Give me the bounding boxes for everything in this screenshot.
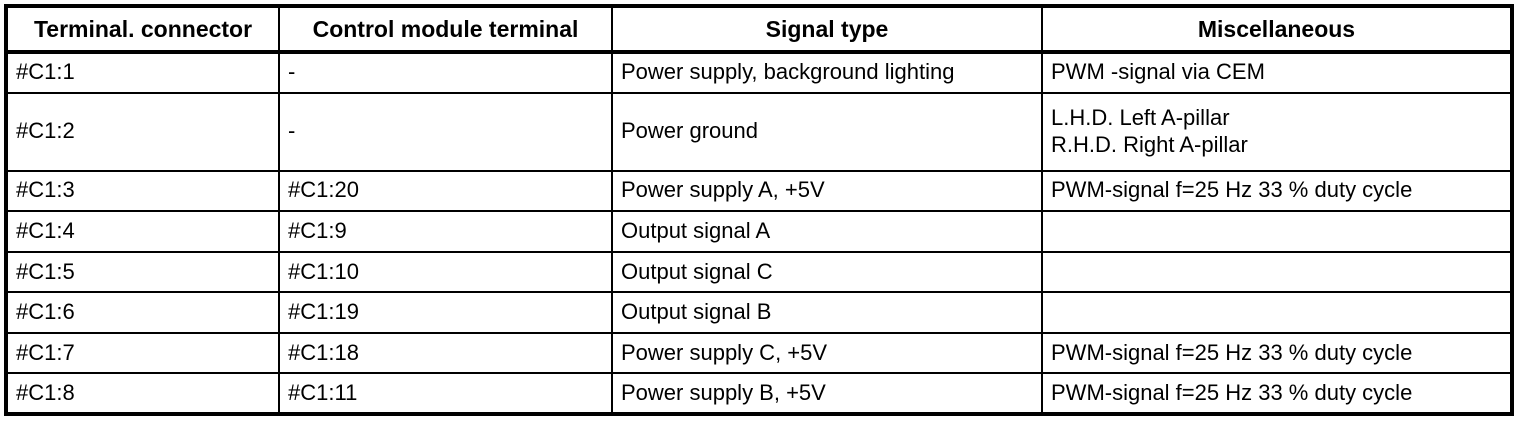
cell-control-module-terminal: #C1:20	[278, 169, 613, 213]
column-header-control-module-terminal: Control module terminal	[278, 5, 613, 54]
cell-signal-type: Power supply C, +5V	[611, 331, 1043, 375]
cell-miscellaneous: PWM-signal f=25 Hz 33 % duty cycle	[1041, 169, 1513, 213]
cell-signal-type: Power ground	[611, 91, 1043, 172]
cell-control-module-terminal: #C1:18	[278, 331, 613, 375]
table-row: #C1:1 - Power supply, background lightin…	[5, 51, 1513, 94]
cell-signal-type: Power supply A, +5V	[611, 169, 1043, 213]
table-body: #C1:1 - Power supply, background lightin…	[5, 51, 1513, 415]
cell-control-module-terminal: #C1:11	[278, 372, 613, 415]
column-header-miscellaneous: Miscellaneous	[1041, 5, 1513, 54]
table-header: Terminal. connector Control module termi…	[5, 5, 1513, 54]
table-row: #C1:8 #C1:11 Power supply B, +5V PWM-sig…	[5, 372, 1513, 415]
header-row: Terminal. connector Control module termi…	[5, 5, 1513, 54]
cell-control-module-terminal: #C1:19	[278, 291, 613, 334]
cell-signal-type: Power supply, background lighting	[611, 51, 1043, 94]
table-row: #C1:6 #C1:19 Output signal B	[5, 291, 1513, 334]
cell-miscellaneous	[1041, 250, 1513, 294]
column-header-terminal-connector: Terminal. connector	[5, 5, 280, 54]
cell-signal-type: Output signal A	[611, 210, 1043, 253]
cell-terminal-connector: #C1:4	[5, 210, 280, 253]
cell-terminal-connector: #C1:2	[5, 91, 280, 172]
cell-terminal-connector: #C1:3	[5, 169, 280, 213]
table-row: #C1:7 #C1:18 Power supply C, +5V PWM-sig…	[5, 331, 1513, 375]
table-row: #C1:3 #C1:20 Power supply A, +5V PWM-sig…	[5, 169, 1513, 213]
spec-table-container: Terminal. connector Control module termi…	[4, 4, 1514, 416]
terminal-connector-table: Terminal. connector Control module termi…	[4, 4, 1514, 416]
cell-control-module-terminal: #C1:9	[278, 210, 613, 253]
cell-terminal-connector: #C1:1	[5, 51, 280, 94]
cell-control-module-terminal: -	[278, 91, 613, 172]
table-row: #C1:2 - Power ground L.H.D. Left A-pilla…	[5, 91, 1513, 172]
cell-signal-type: Output signal B	[611, 291, 1043, 334]
cell-miscellaneous: PWM-signal f=25 Hz 33 % duty cycle	[1041, 372, 1513, 415]
cell-terminal-connector: #C1:8	[5, 372, 280, 415]
cell-terminal-connector: #C1:5	[5, 250, 280, 294]
table-row: #C1:4 #C1:9 Output signal A	[5, 210, 1513, 253]
cell-miscellaneous: PWM -signal via CEM	[1041, 51, 1513, 94]
cell-terminal-connector: #C1:6	[5, 291, 280, 334]
cell-signal-type: Output signal C	[611, 250, 1043, 294]
cell-miscellaneous: L.H.D. Left A-pillar R.H.D. Right A-pill…	[1041, 91, 1513, 172]
cell-control-module-terminal: -	[278, 51, 613, 94]
cell-miscellaneous	[1041, 210, 1513, 253]
cell-control-module-terminal: #C1:10	[278, 250, 613, 294]
cell-miscellaneous	[1041, 291, 1513, 334]
table-row: #C1:5 #C1:10 Output signal C	[5, 250, 1513, 294]
cell-terminal-connector: #C1:7	[5, 331, 280, 375]
cell-miscellaneous: PWM-signal f=25 Hz 33 % duty cycle	[1041, 331, 1513, 375]
column-header-signal-type: Signal type	[611, 5, 1043, 54]
cell-signal-type: Power supply B, +5V	[611, 372, 1043, 415]
